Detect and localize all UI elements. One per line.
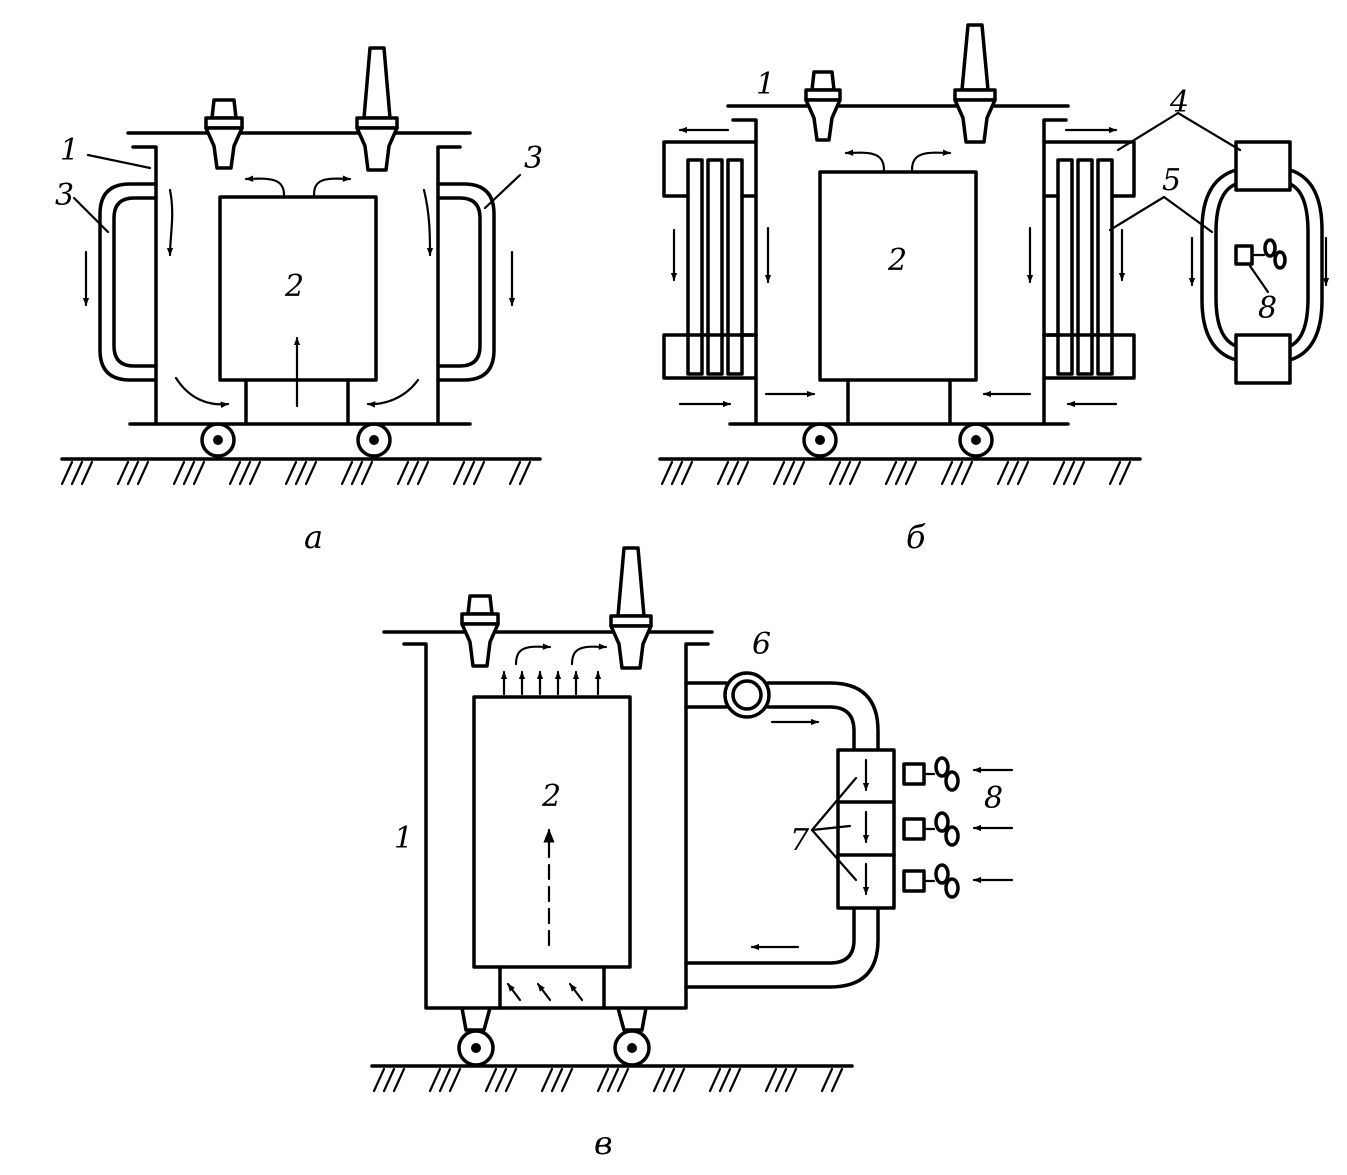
caption-b: б <box>906 518 926 556</box>
label-tank-a: 1 <box>60 133 79 168</box>
ground-b <box>658 457 1142 486</box>
oil-inlet-v <box>498 965 606 1010</box>
radiator-left-a <box>98 182 158 382</box>
label-core-v: 2 <box>541 779 561 814</box>
core-v <box>472 695 632 969</box>
label-coolers-v: 7 <box>790 823 810 858</box>
radiator-right-a <box>436 182 496 382</box>
cooler-detail-b <box>1200 140 1324 385</box>
flow-arrows-v <box>750 718 1014 951</box>
label-header-b: 4 <box>1169 85 1189 120</box>
label-radiator-right-a: 3 <box>524 141 543 176</box>
oil-flow-arrows-b <box>670 126 1330 408</box>
caption-v: в <box>594 1124 613 1162</box>
top-flow-arrows-v <box>500 643 608 696</box>
bushings-a <box>204 46 399 172</box>
leaders-v <box>810 776 858 882</box>
wheels-a <box>200 422 392 458</box>
wheels-v <box>457 1006 651 1067</box>
fan-icon <box>902 863 960 899</box>
radiator-bank-left-b <box>662 140 758 380</box>
diagram-b: 1 2 4 5 8 б <box>658 23 1330 556</box>
cooler-sections-v <box>836 748 896 910</box>
oil-flow-arrows-a <box>82 175 516 408</box>
leaders-a <box>72 153 522 234</box>
diagram-a: 1 3 3 2 а <box>55 46 543 556</box>
caption-a: а <box>304 518 323 556</box>
label-fan-b: 8 <box>1258 291 1277 326</box>
tank-a <box>126 131 472 426</box>
leaders-b <box>1108 111 1270 294</box>
label-tank-v: 1 <box>394 821 413 856</box>
wheels-b <box>802 422 994 458</box>
pump-icon <box>723 671 771 719</box>
bushings-v <box>460 546 653 670</box>
diagram-v: 6 1 2 7 8 в <box>370 546 1014 1162</box>
ground-a <box>60 457 542 486</box>
core-b <box>818 170 978 382</box>
label-core-a: 2 <box>284 269 304 304</box>
core-support-a <box>244 378 350 426</box>
fan-icon <box>902 756 960 792</box>
fan-icon <box>1234 238 1287 270</box>
label-fans-v: 8 <box>984 781 1003 816</box>
label-tubes-b: 5 <box>1162 163 1181 198</box>
label-radiator-left-a: 3 <box>55 178 74 213</box>
ground-v <box>370 1064 854 1093</box>
radiator-bank-right-b <box>1042 140 1136 380</box>
label-pump-v: 6 <box>752 627 771 662</box>
bushings-b <box>804 23 997 144</box>
label-core-b: 2 <box>887 243 907 278</box>
core-support-b <box>846 378 952 426</box>
tank-v <box>382 630 714 1010</box>
oil-pipe-loop-v <box>684 681 880 989</box>
fan-icon <box>902 811 960 847</box>
label-tank-b: 1 <box>756 67 775 102</box>
tank-b <box>726 104 1070 426</box>
